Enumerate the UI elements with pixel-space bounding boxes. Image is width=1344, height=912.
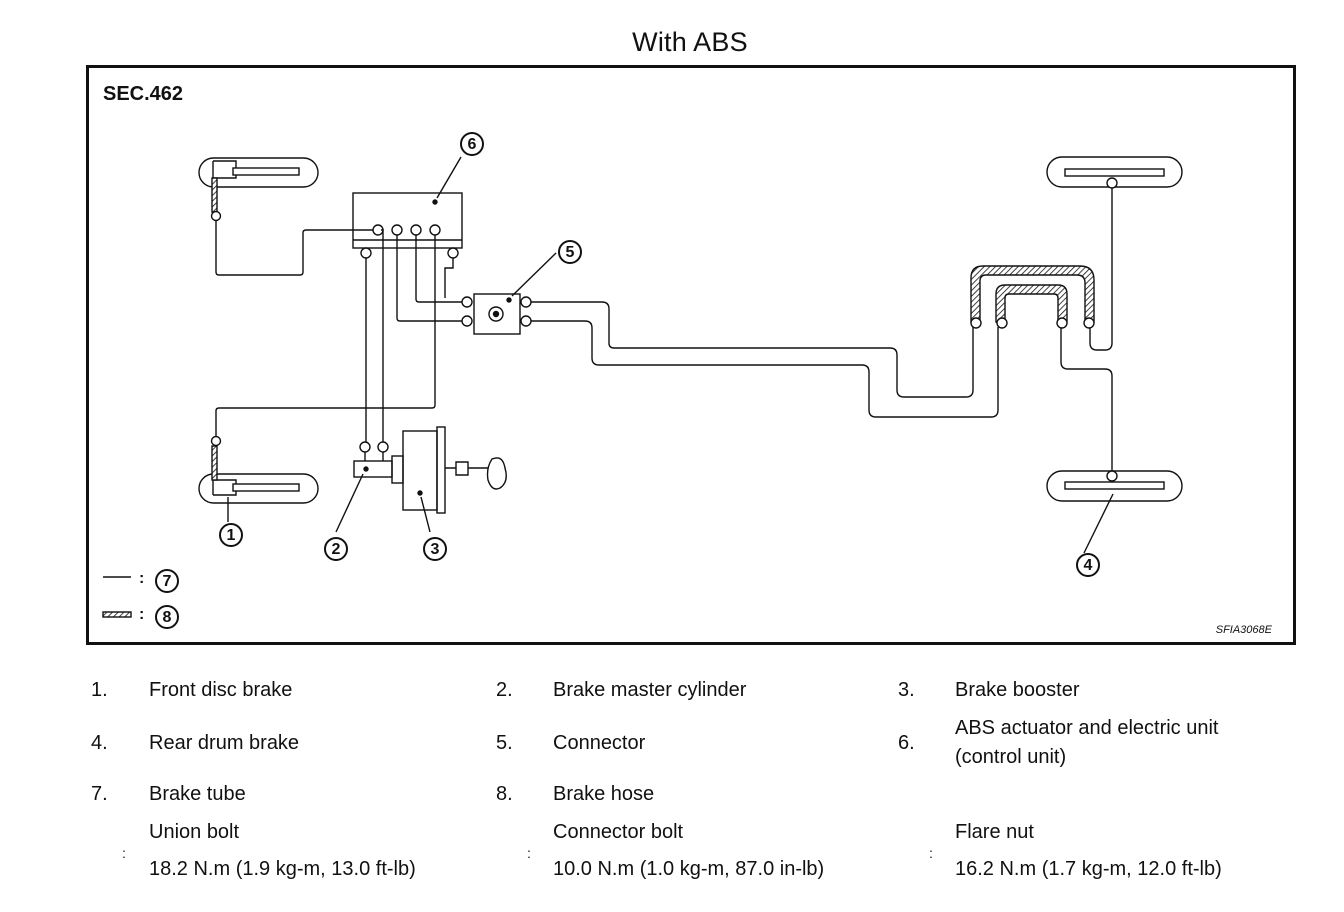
figure-code: SFIA3068E [1215,624,1272,636]
part-name: Front disc brake [149,679,293,701]
callout-4: 4 [1076,553,1100,577]
callout-8: 8 [155,605,179,629]
part-name: Brake booster [955,679,1080,701]
leader-lines [227,156,1114,554]
torque-value: 16.2 N.m (1.7 kg-m, 12.0 ft-lb) [955,858,1222,880]
connector-block [461,293,532,335]
brake-hose-legend-symbol [102,611,132,618]
torque-value: 10.0 N.m (1.0 kg-m, 87.0 in-lb) [553,858,825,880]
callout-5: 5 [558,240,582,264]
torque-value: 18.2 N.m (1.9 kg-m, 13.0 ft-lb) [149,858,416,880]
torque-separator: : [122,845,126,861]
master-cylinder-and-booster [353,426,507,514]
rear-brake-hoses [970,265,1095,329]
part-name: Connector [553,732,646,754]
part-number: 2. [496,679,513,701]
brake-tubes [215,188,1113,471]
part-name: ABS actuator and electric unit [955,717,1219,739]
torque-label: Union bolt [149,821,240,843]
part-number: 1. [91,679,108,701]
callout-6: 6 [460,132,484,156]
torque-separator: : [929,845,933,861]
abs-actuator-unit [352,192,463,259]
torque-label: Flare nut [955,821,1034,843]
part-name: Rear drum brake [149,732,300,754]
section-label: SEC.462 [103,83,184,105]
callout-3: 3 [423,537,447,561]
front-left-disc-brake [198,157,319,222]
brake-system-diagram: SEC.462 1 2 3 4 5 6 : 7 : 8 SFIA3068E [86,65,1296,645]
front-right-disc-brake [198,435,319,504]
part-number: 6. [898,732,915,754]
part-name-continued: (control unit) [955,746,1067,768]
part-number: 5. [496,732,513,754]
part-number: 3. [898,679,915,701]
part-number: 7. [91,783,108,805]
legend-colon-tube: : [139,570,145,587]
torque-label: Connector bolt [553,821,684,843]
brake-piping-schematic [102,156,1183,618]
callout-1: 1 [219,523,243,547]
part-name: Brake tube [149,783,246,805]
legend-colon-hose: : [139,606,145,623]
torque-separator: : [527,845,531,861]
rear-left-drum-brake [1046,470,1183,502]
part-name: Brake hose [553,783,655,805]
page-title: With ABS [632,27,748,57]
callout-7: 7 [155,569,179,593]
part-name: Brake master cylinder [553,679,747,701]
callout-2: 2 [324,537,348,561]
part-number: 4. [91,732,108,754]
part-number: 8. [496,783,513,805]
rear-right-drum-brake [1046,156,1183,189]
